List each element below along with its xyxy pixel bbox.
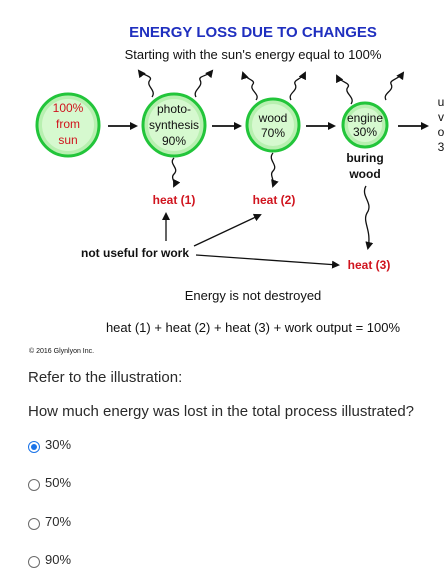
copyright-text: © 2016 Glynlyon Inc. [29, 347, 94, 355]
useful-node-line3: o [438, 125, 445, 139]
useful-node-line4: 3 [438, 140, 445, 154]
answer-option-3[interactable]: 70% [28, 511, 71, 531]
wood-node-line2: 70% [261, 126, 285, 140]
wood-node: wood 70% [245, 97, 301, 153]
energy-equation: heat (1) + heat (2) + heat (3) + work ou… [106, 320, 401, 335]
answer-option-label: 70% [45, 513, 72, 529]
sun-node-line2: from [56, 117, 80, 131]
wavy-down-arrow-heat3 [363, 185, 374, 250]
sun-node-line1: 100% [53, 101, 84, 115]
useful-node-line2: v [438, 110, 444, 124]
engine-node-line2: 30% [353, 125, 377, 139]
wavy-up-arrow-photo-left [137, 69, 154, 98]
wavy-up-arrow-engine-left [336, 74, 353, 105]
photo-node-line1: photo- [157, 102, 191, 116]
wavy-up-arrow-photo-right [194, 69, 214, 98]
photo-node-line2: synthesis [149, 118, 199, 132]
wood-node-line1: wood [258, 111, 288, 125]
wavy-up-arrow-engine-right [384, 71, 405, 101]
photo-node-line3: 90% [162, 134, 186, 148]
buring-wood-line1: buring [346, 151, 383, 165]
radio-button-selected[interactable] [28, 440, 40, 453]
not-destroyed-text: Energy is not destroyed [185, 288, 322, 303]
radio-button[interactable] [28, 478, 40, 491]
answer-option-4[interactable]: 90% [28, 549, 71, 569]
buring-wood-line2: wood [348, 167, 380, 181]
radio-button[interactable] [28, 555, 40, 568]
arrow-to-heat3 [195, 254, 340, 269]
wavy-up-arrow-wood-left [241, 71, 258, 101]
heat-3-label: heat (3) [348, 258, 391, 272]
arrow-to-heat2 [193, 213, 262, 247]
sun-node-line3: sun [58, 133, 77, 147]
diagram-title: ENERGY LOSS DUE TO CHANGES [129, 24, 377, 41]
sun-node: 100% from sun [35, 92, 101, 158]
energy-loss-diagram: ENERGY LOSS DUE TO CHANGES Starting with… [29, 24, 445, 355]
wavy-down-arrow-heat2 [270, 152, 279, 188]
answer-option-2[interactable]: 50% [28, 472, 71, 492]
answer-option-label: 50% [45, 474, 72, 490]
radio-button[interactable] [28, 517, 40, 530]
refer-instruction: Refer to the illustration: [28, 369, 183, 386]
wavy-down-arrow-heat1 [171, 157, 181, 188]
answer-option-label: 90% [45, 551, 72, 567]
diagram-subtitle: Starting with the sun's energy equal to … [125, 47, 382, 62]
question-text: How much energy was lost in the total pr… [28, 403, 415, 420]
not-useful-label: not useful for work [81, 246, 189, 260]
answer-option-1[interactable]: 30% [28, 434, 71, 454]
answer-option-label: 30% [45, 436, 72, 452]
photosynthesis-node: photo- synthesis 90% [141, 92, 207, 158]
wavy-up-arrow-wood-right [289, 71, 306, 101]
heat-2-label: heat (2) [253, 193, 296, 207]
engine-node-line1: engine [347, 111, 383, 125]
useful-node-line1: u [438, 95, 445, 109]
heat-1-label: heat (1) [153, 193, 196, 207]
engine-node: engine 30% [341, 101, 389, 149]
